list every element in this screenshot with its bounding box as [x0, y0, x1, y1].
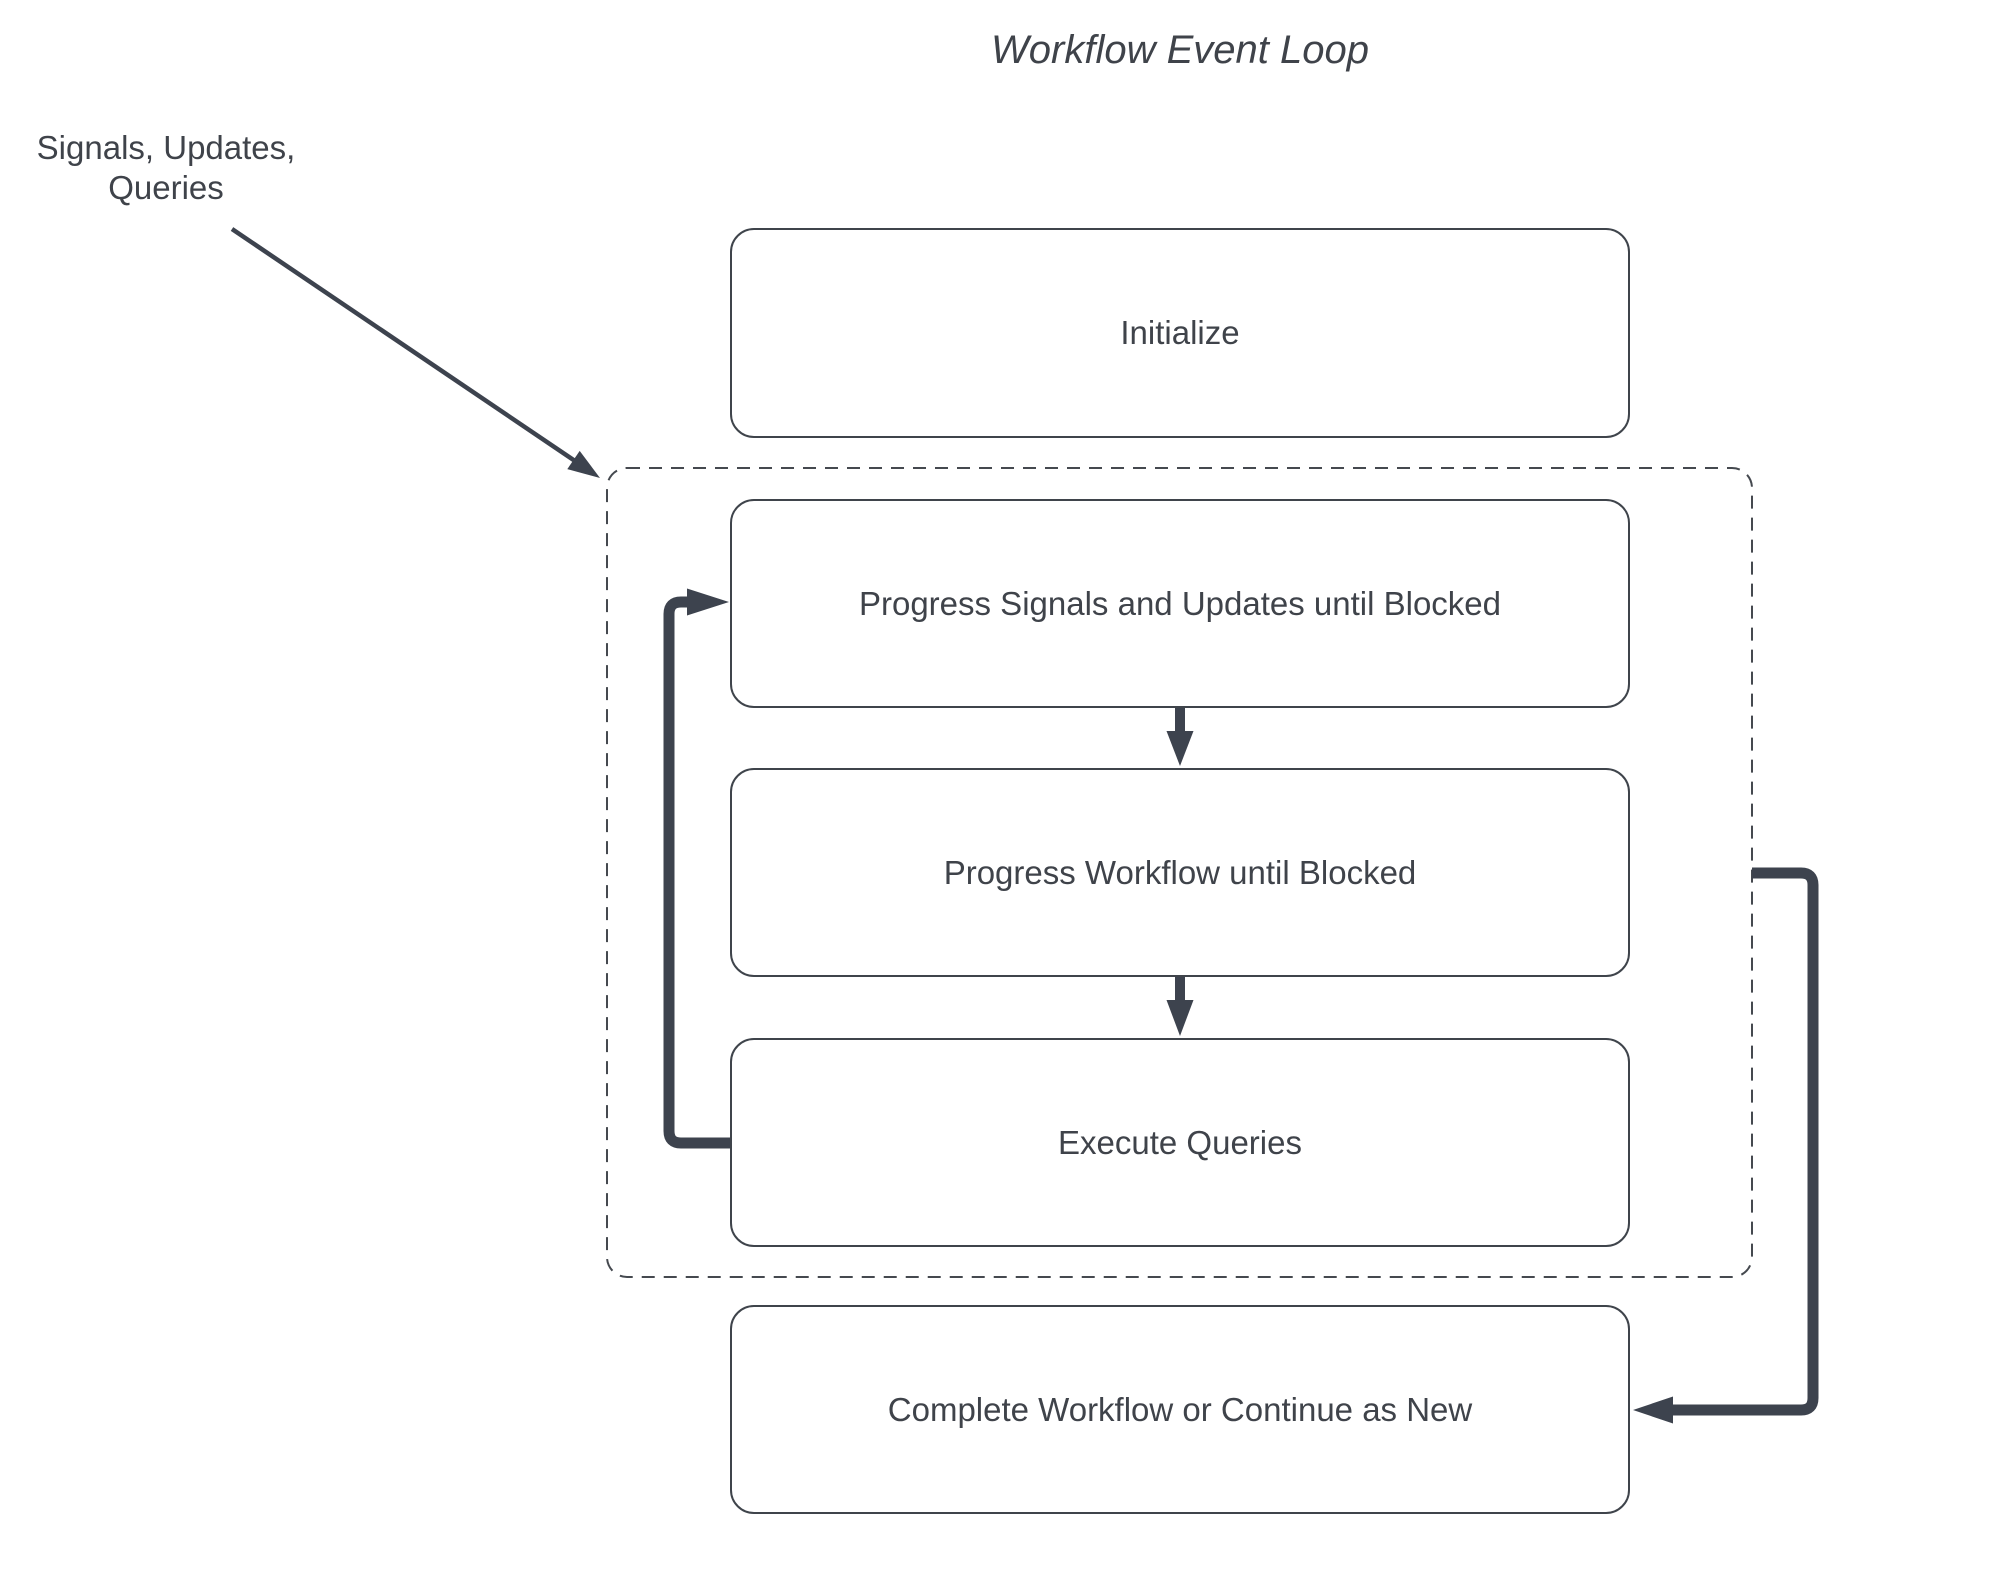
node-progress-workflow: Progress Workflow until Blocked: [730, 768, 1630, 977]
node-complete-label: Complete Workflow or Continue as New: [887, 1390, 1473, 1428]
arrow-signals-to-workflow: [1166, 708, 1194, 766]
node-execute-queries-label: Execute Queries: [1058, 1123, 1302, 1161]
node-initialize-label: Initialize: [1120, 314, 1240, 351]
diagram-title: Workflow Event Loop: [991, 28, 1369, 72]
node-complete: Complete Workflow or Continue as New: [730, 1305, 1630, 1514]
external-input-arrow: [230, 227, 600, 478]
external-input-label: Signals, Updates, Queries: [36, 129, 296, 206]
arrow-group-to-complete: [1633, 867, 1819, 1424]
arrow-queries-loop-to-signals: [663, 588, 730, 1149]
node-progress-signals: Progress Signals and Updates until Block…: [730, 499, 1630, 708]
node-execute-queries: Execute Queries: [730, 1038, 1630, 1247]
node-progress-workflow-label: Progress Workflow until Blocked: [943, 853, 1417, 891]
node-initialize: Initialize: [730, 228, 1630, 438]
node-progress-signals-label: Progress Signals and Updates until Block…: [858, 584, 1502, 622]
arrow-workflow-to-queries: [1166, 977, 1194, 1036]
